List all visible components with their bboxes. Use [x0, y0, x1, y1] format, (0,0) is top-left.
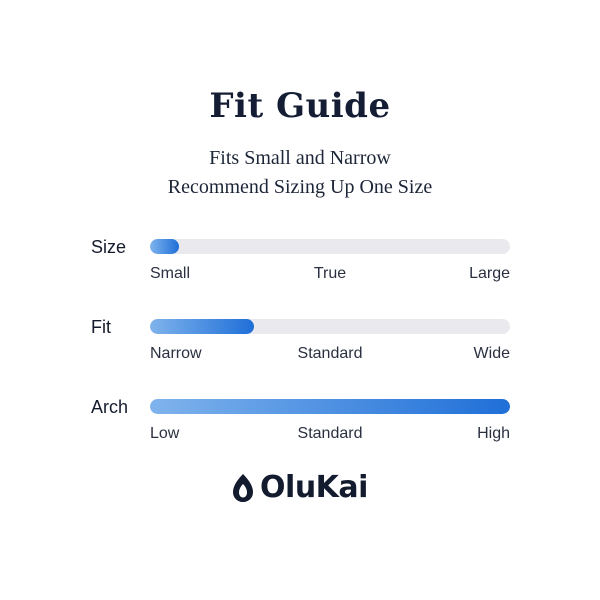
brand-logo: OluKai: [0, 470, 600, 505]
fit-label: Fit: [91, 317, 111, 337]
olukai-logo-icon: [232, 473, 254, 503]
fit-tick-wide: Wide: [473, 345, 510, 362]
size-track: [150, 239, 510, 254]
fit-tick-narrow: Narrow: [150, 345, 202, 362]
fit-summary-line-1: Fits Small and Narrow: [209, 147, 391, 169]
arch-tick-high: High: [477, 425, 510, 442]
arch-fill: [150, 399, 510, 414]
fit-summary-line-2: Recommend Sizing Up One Size: [167, 176, 433, 198]
brand-name: OluKai: [260, 470, 368, 505]
arch-track: [150, 399, 510, 414]
arch-tick-low: Low: [150, 425, 180, 442]
arch-label: Arch: [91, 397, 129, 417]
fit-tick-standard: Standard: [297, 345, 363, 362]
fit-track: [150, 319, 510, 334]
fit-fill: [150, 319, 255, 334]
size-tick-true: True: [313, 265, 347, 282]
size-label: Size: [91, 237, 127, 257]
size-tick-large: Large: [469, 265, 510, 282]
page-title: Fit Guide: [209, 86, 391, 126]
arch-tick-standard: Standard: [297, 425, 363, 442]
size-fill: [150, 239, 179, 254]
size-tick-small: Small: [150, 265, 191, 282]
